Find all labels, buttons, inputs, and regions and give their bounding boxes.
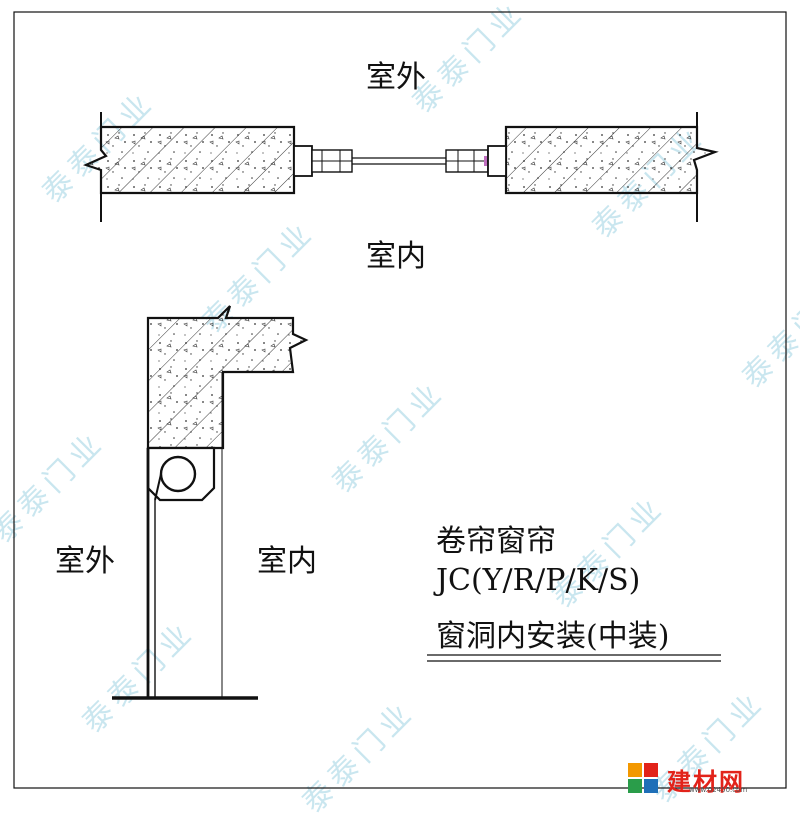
logo-text: 建材网 [667,768,745,796]
right-wall-section [504,112,719,222]
drawing-border [13,11,787,789]
title-line-3: 窗洞内安装(中装) [436,619,670,654]
lintel-section [146,305,309,450]
roller-box [146,446,216,502]
label-top-inside: 室内 [366,239,426,274]
label-side-inside: 室内 [257,544,317,579]
site-logo: 建材网 www.02450.com [627,762,797,796]
title-line-2: JC(Y/R/P/K/S) [436,563,641,598]
logo-url: www.02450.com [689,786,748,794]
curtain-section [112,372,258,700]
label-side-outside: 室外 [55,544,115,579]
title-line-1: 卷帘窗帘 [436,524,556,559]
logo-icon [628,763,658,793]
left-wall-section [82,112,296,222]
label-top-outside: 室外 [366,60,426,95]
window-frame-plan [293,145,507,177]
diagram-canvas [13,11,787,789]
